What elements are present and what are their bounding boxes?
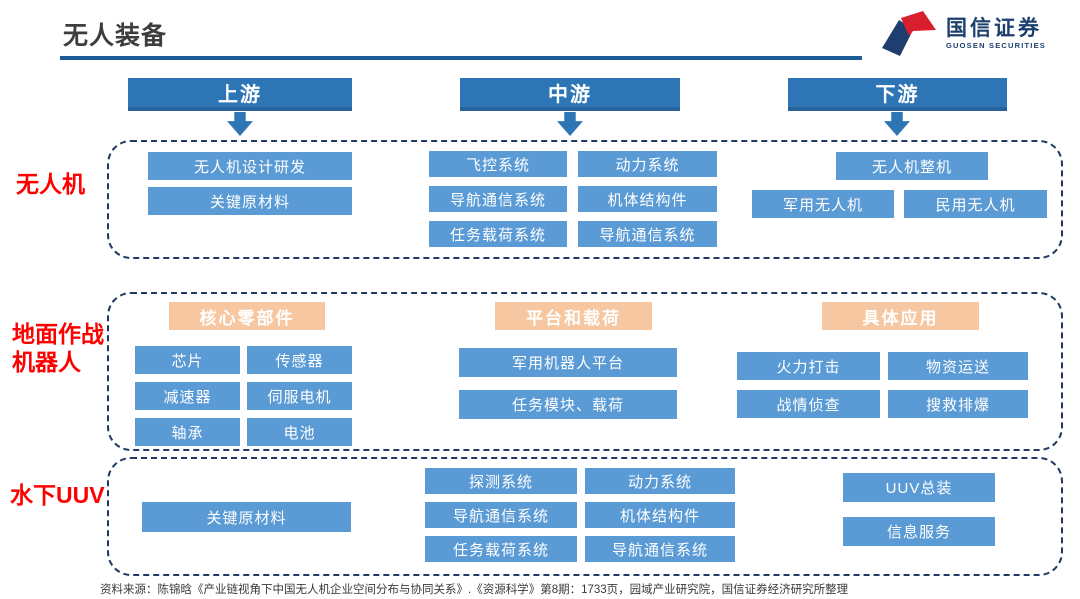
column-header-upstream: 上游 [128, 78, 352, 111]
node-robot-fire: 火力打击 [737, 352, 880, 380]
title-underline [60, 56, 862, 60]
node-uav-civil: 民用无人机 [904, 190, 1047, 218]
row-label-uav: 无人机 [16, 171, 85, 197]
logo-en-text: GUOSEN SECURITIES [946, 40, 1046, 50]
row-label-ground-robot: 地面作战机器人 [12, 321, 104, 375]
source-note: 资料来源：陈锦晗《产业链视角下中国无人机企业空间分布与协同关系》.《资源科学》第… [100, 584, 849, 596]
node-uuv-payload-sys: 任务载荷系统 [425, 536, 577, 562]
node-uav-whole: 无人机整机 [836, 152, 988, 180]
node-uuv-materials: 关键原材料 [142, 502, 351, 532]
node-uav-airframe: 机体结构件 [578, 186, 717, 212]
node-uav-nav-comm-1: 导航通信系统 [429, 186, 567, 212]
logo-cn-text: 国信证券 [946, 16, 1042, 40]
node-uuv-detect: 探测系统 [425, 468, 577, 494]
node-uav-design: 无人机设计研发 [148, 152, 352, 180]
node-uav-payload-sys: 任务载荷系统 [429, 221, 567, 247]
node-robot-recon: 战情侦查 [737, 390, 880, 418]
node-uuv-nav-comm-1: 导航通信系统 [425, 502, 577, 528]
node-robot-bearing: 轴承 [135, 418, 240, 446]
node-robot-servo: 伺服电机 [247, 382, 352, 410]
ground-robot-group-frame [107, 292, 1063, 451]
node-uuv-power: 动力系统 [585, 468, 735, 494]
node-uuv-assembly: UUV总装 [843, 473, 995, 502]
node-robot-reducer: 减速器 [135, 382, 240, 410]
node-robot-modules: 任务模块、载荷 [459, 390, 677, 419]
header-core-parts: 核心零部件 [169, 302, 325, 330]
node-uuv-nav-comm-2: 导航通信系统 [585, 536, 735, 562]
node-uav-power: 动力系统 [578, 151, 717, 177]
arrow-down-icon [557, 112, 583, 136]
node-uav-military: 军用无人机 [752, 190, 894, 218]
page-title: 无人装备 [63, 22, 168, 50]
node-robot-platform: 军用机器人平台 [459, 348, 677, 377]
node-uav-nav-comm-2: 导航通信系统 [578, 221, 717, 247]
node-robot-transport: 物资运送 [888, 352, 1028, 380]
arrow-down-icon [227, 112, 253, 136]
node-uuv-info-service: 信息服务 [843, 517, 995, 546]
node-robot-battery: 电池 [247, 418, 352, 446]
row-label-uuv: 水下UUV [10, 482, 105, 508]
header-applications: 具体应用 [822, 302, 979, 330]
logo-text: 国信证券 GUOSEN SECURITIES [946, 17, 1046, 50]
node-uuv-airframe: 机体结构件 [585, 502, 735, 528]
header-platform-payload: 平台和载荷 [495, 302, 652, 330]
node-robot-chip: 芯片 [135, 346, 240, 374]
node-uav-flight-control: 飞控系统 [429, 151, 567, 177]
guosen-logo: 国信证券 GUOSEN SECURITIES [878, 8, 1046, 58]
uav-group-frame [107, 140, 1063, 259]
node-uav-materials: 关键原材料 [148, 187, 352, 215]
node-robot-rescue: 搜救排爆 [888, 390, 1028, 418]
node-robot-sensor: 传感器 [247, 346, 352, 374]
column-header-midstream: 中游 [460, 78, 680, 111]
guosen-logo-mark [882, 11, 936, 56]
column-header-downstream: 下游 [788, 78, 1007, 111]
uuv-group-frame [107, 457, 1063, 576]
arrow-down-icon [884, 112, 910, 136]
